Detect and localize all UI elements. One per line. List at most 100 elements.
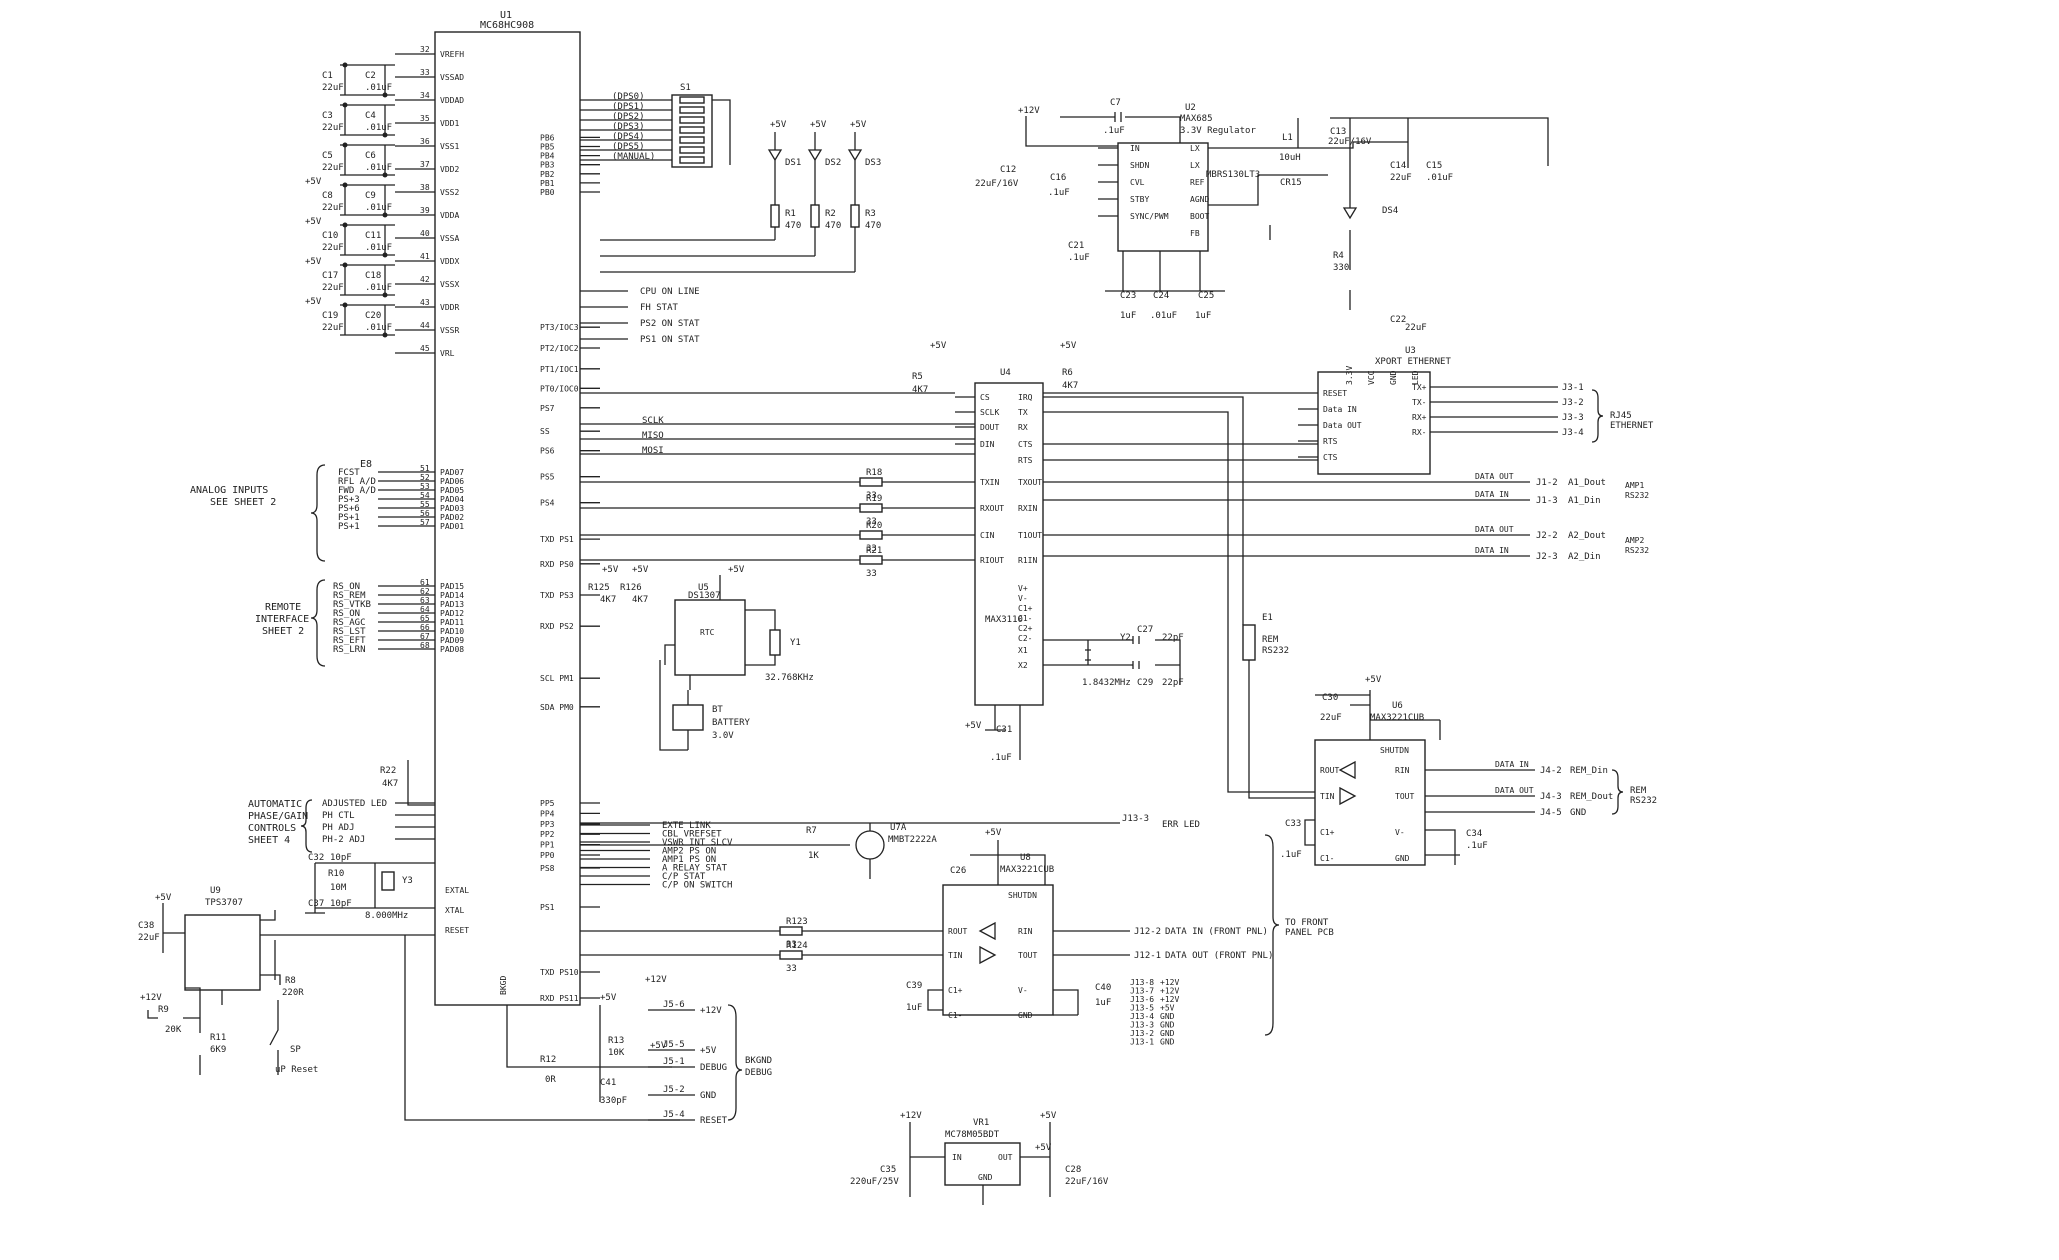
remote-net-label: RS_ON — [333, 609, 360, 619]
u1-power-pin-num: 35 — [420, 114, 430, 123]
u1-analog-pin-num: 57 — [420, 518, 430, 527]
u3-net-label: J3-3 — [1562, 413, 1584, 423]
u4-uart: U4 MAX3110 CSSCLKDOUTDINTXINRXOUTCINRIOU… — [580, 341, 1649, 763]
u1-power-pin-num: 34 — [420, 91, 430, 100]
auto-label-4: SHEET 4 — [248, 835, 290, 846]
q7-rv: 1K — [808, 851, 819, 861]
vr1-p5v-out: +5V — [1035, 1143, 1052, 1153]
u1-power-pin-num: 42 — [420, 275, 430, 284]
u4-res-val: 33 — [866, 491, 877, 501]
u1-power-pin-num: 45 — [420, 344, 430, 353]
u4-pin-right: V- — [1018, 594, 1028, 603]
u4-out-net: DATA OUT — [1475, 472, 1514, 481]
led-resistor-ref: R3 — [865, 209, 876, 219]
u4-res-val: 33 — [866, 544, 877, 554]
s1-net-label: (DPS0) — [612, 92, 645, 102]
junction-dot — [382, 292, 388, 298]
bkgd-p5v: +5V — [600, 993, 617, 1003]
u1-pin-reset: RESET — [445, 926, 469, 935]
u4-c29-val: 22pF — [1162, 678, 1184, 688]
u8-pin-left: ROUT — [948, 927, 967, 936]
cap-val: .01uF — [365, 163, 392, 173]
led-p5v: +5V — [850, 120, 867, 130]
junction-dot — [382, 172, 388, 178]
s1-body — [671, 94, 713, 168]
u2-c14-val: 22uF — [1390, 173, 1412, 183]
u2-ref: U2 — [1185, 103, 1196, 113]
analog-net-label: PS+1 — [338, 522, 360, 532]
pp-net-label: EXTE LINK — [662, 821, 711, 831]
u6-c34-val: .1uF — [1466, 841, 1488, 851]
u1-right-pin-name: PT1/IOC1 — [540, 365, 579, 374]
u1-right-pin-name: SDA PM0 — [540, 703, 574, 712]
u8-receiver — [978, 921, 996, 941]
u4-r6: R6 — [1062, 368, 1073, 378]
s1-net-label: (MANUAL) — [612, 152, 655, 162]
u3-pin-right: TX+ — [1412, 383, 1427, 392]
pp-net-label: AMP1 PS ON — [662, 855, 716, 865]
q7-transistor: U7A MMBT2222A R7 1K — [580, 823, 937, 879]
u9-r11: R11 — [210, 1033, 226, 1043]
u6-net-name: DATA IN — [1495, 760, 1529, 769]
u5-y1v: 32.768KHz — [765, 673, 814, 683]
led-p5v: +5V — [770, 120, 787, 130]
bkgd-net-label: RESET — [700, 1116, 728, 1126]
cap-val: 22uF — [322, 283, 344, 293]
u9-r8: R8 — [285, 976, 296, 986]
u6-c33-ref: C33 — [1285, 819, 1301, 829]
xtal-r10v: 10M — [330, 883, 347, 893]
u9-wires — [162, 903, 435, 1005]
s1-switch-element — [679, 156, 705, 164]
led-resistor-val: 470 — [825, 221, 841, 231]
u4-body — [974, 382, 1044, 706]
u1-power-pin-num: 33 — [420, 68, 430, 77]
u2-pin-right: LX — [1190, 144, 1200, 153]
u2-c7-plates — [1114, 112, 1122, 122]
u1-power-pin-name: VSSAD — [440, 73, 464, 82]
xtal-y3-symbol — [381, 871, 395, 891]
u1-power-pin-name: VSS1 — [440, 142, 459, 151]
u2-cr: CR15 — [1280, 178, 1302, 188]
bkgd-p5v2: +5V — [650, 1041, 667, 1051]
u4-ref: U4 — [1000, 368, 1011, 378]
u1-remote-pin-name: PAD13 — [440, 600, 464, 609]
u1-analog-pin-name: PAD06 — [440, 477, 464, 486]
u3-pin-right: TX- — [1412, 398, 1426, 407]
s1-switch-element — [679, 96, 705, 104]
remote-label-3: SHEET 2 — [262, 626, 304, 637]
cap-val: .01uF — [365, 323, 392, 333]
u3-net-label: J3-4 — [1562, 428, 1584, 438]
u1-remote-pin-num: 64 — [420, 605, 430, 614]
u3-pin-right: RX- — [1412, 428, 1426, 437]
u8-j13-ref: J13-2 — [1130, 1029, 1154, 1038]
u8-rs232: U8 MAX3221CUB SHUTDN ROUTTINC1+C1-RINTOU… — [580, 828, 1334, 1047]
u8-c40-val: 1uF — [1095, 998, 1111, 1008]
s1-ground-wire — [712, 99, 731, 165]
status-net-label: PS2 ON STAT — [640, 319, 700, 329]
u1-power-pin-num: 37 — [420, 160, 430, 169]
u4-res-ref: R20 — [866, 521, 882, 531]
u1-right-pin-name: PB5 — [540, 143, 555, 152]
remote-interface-block: REMOTE INTERFACE SHEET 2 RS_ONRS_REMRS_V… — [255, 579, 371, 667]
u4-res-ref: R18 — [866, 468, 882, 478]
analog-label-1: ANALOG INPUTS — [190, 485, 268, 496]
u6-net-target: REM_Dout — [1570, 792, 1613, 802]
u1-power-pin-num: 44 — [420, 321, 430, 330]
u4-out-net: DATA OUT — [1475, 525, 1514, 534]
u2-l1-ref: L1 — [1282, 133, 1293, 143]
u1-right-pin-name: PT2/IOC2 — [540, 344, 579, 353]
u4-pin-left: TXIN — [980, 478, 999, 487]
u1-power-pins: 32VREFH33VSSAD34VDDAD35VDD136VSS137VDD23… — [395, 45, 464, 358]
u8-c26-ref: C26 — [950, 866, 966, 876]
u1-remote-pin-name: PAD12 — [440, 609, 464, 618]
u5-rtc: U5 DS1307 RTC +5V +5V +5V R125 4K7 R126 … — [588, 565, 814, 751]
u1-power-pin-name: VDDR — [440, 303, 459, 312]
u9-body — [184, 914, 261, 991]
u1-power-pin-name: VSSA — [440, 234, 459, 243]
cap-val: .01uF — [365, 123, 392, 133]
u2-part: MAX685 — [1180, 114, 1213, 124]
u2-p12v: +12V — [1018, 106, 1040, 116]
cap-val: .01uF — [365, 203, 392, 213]
